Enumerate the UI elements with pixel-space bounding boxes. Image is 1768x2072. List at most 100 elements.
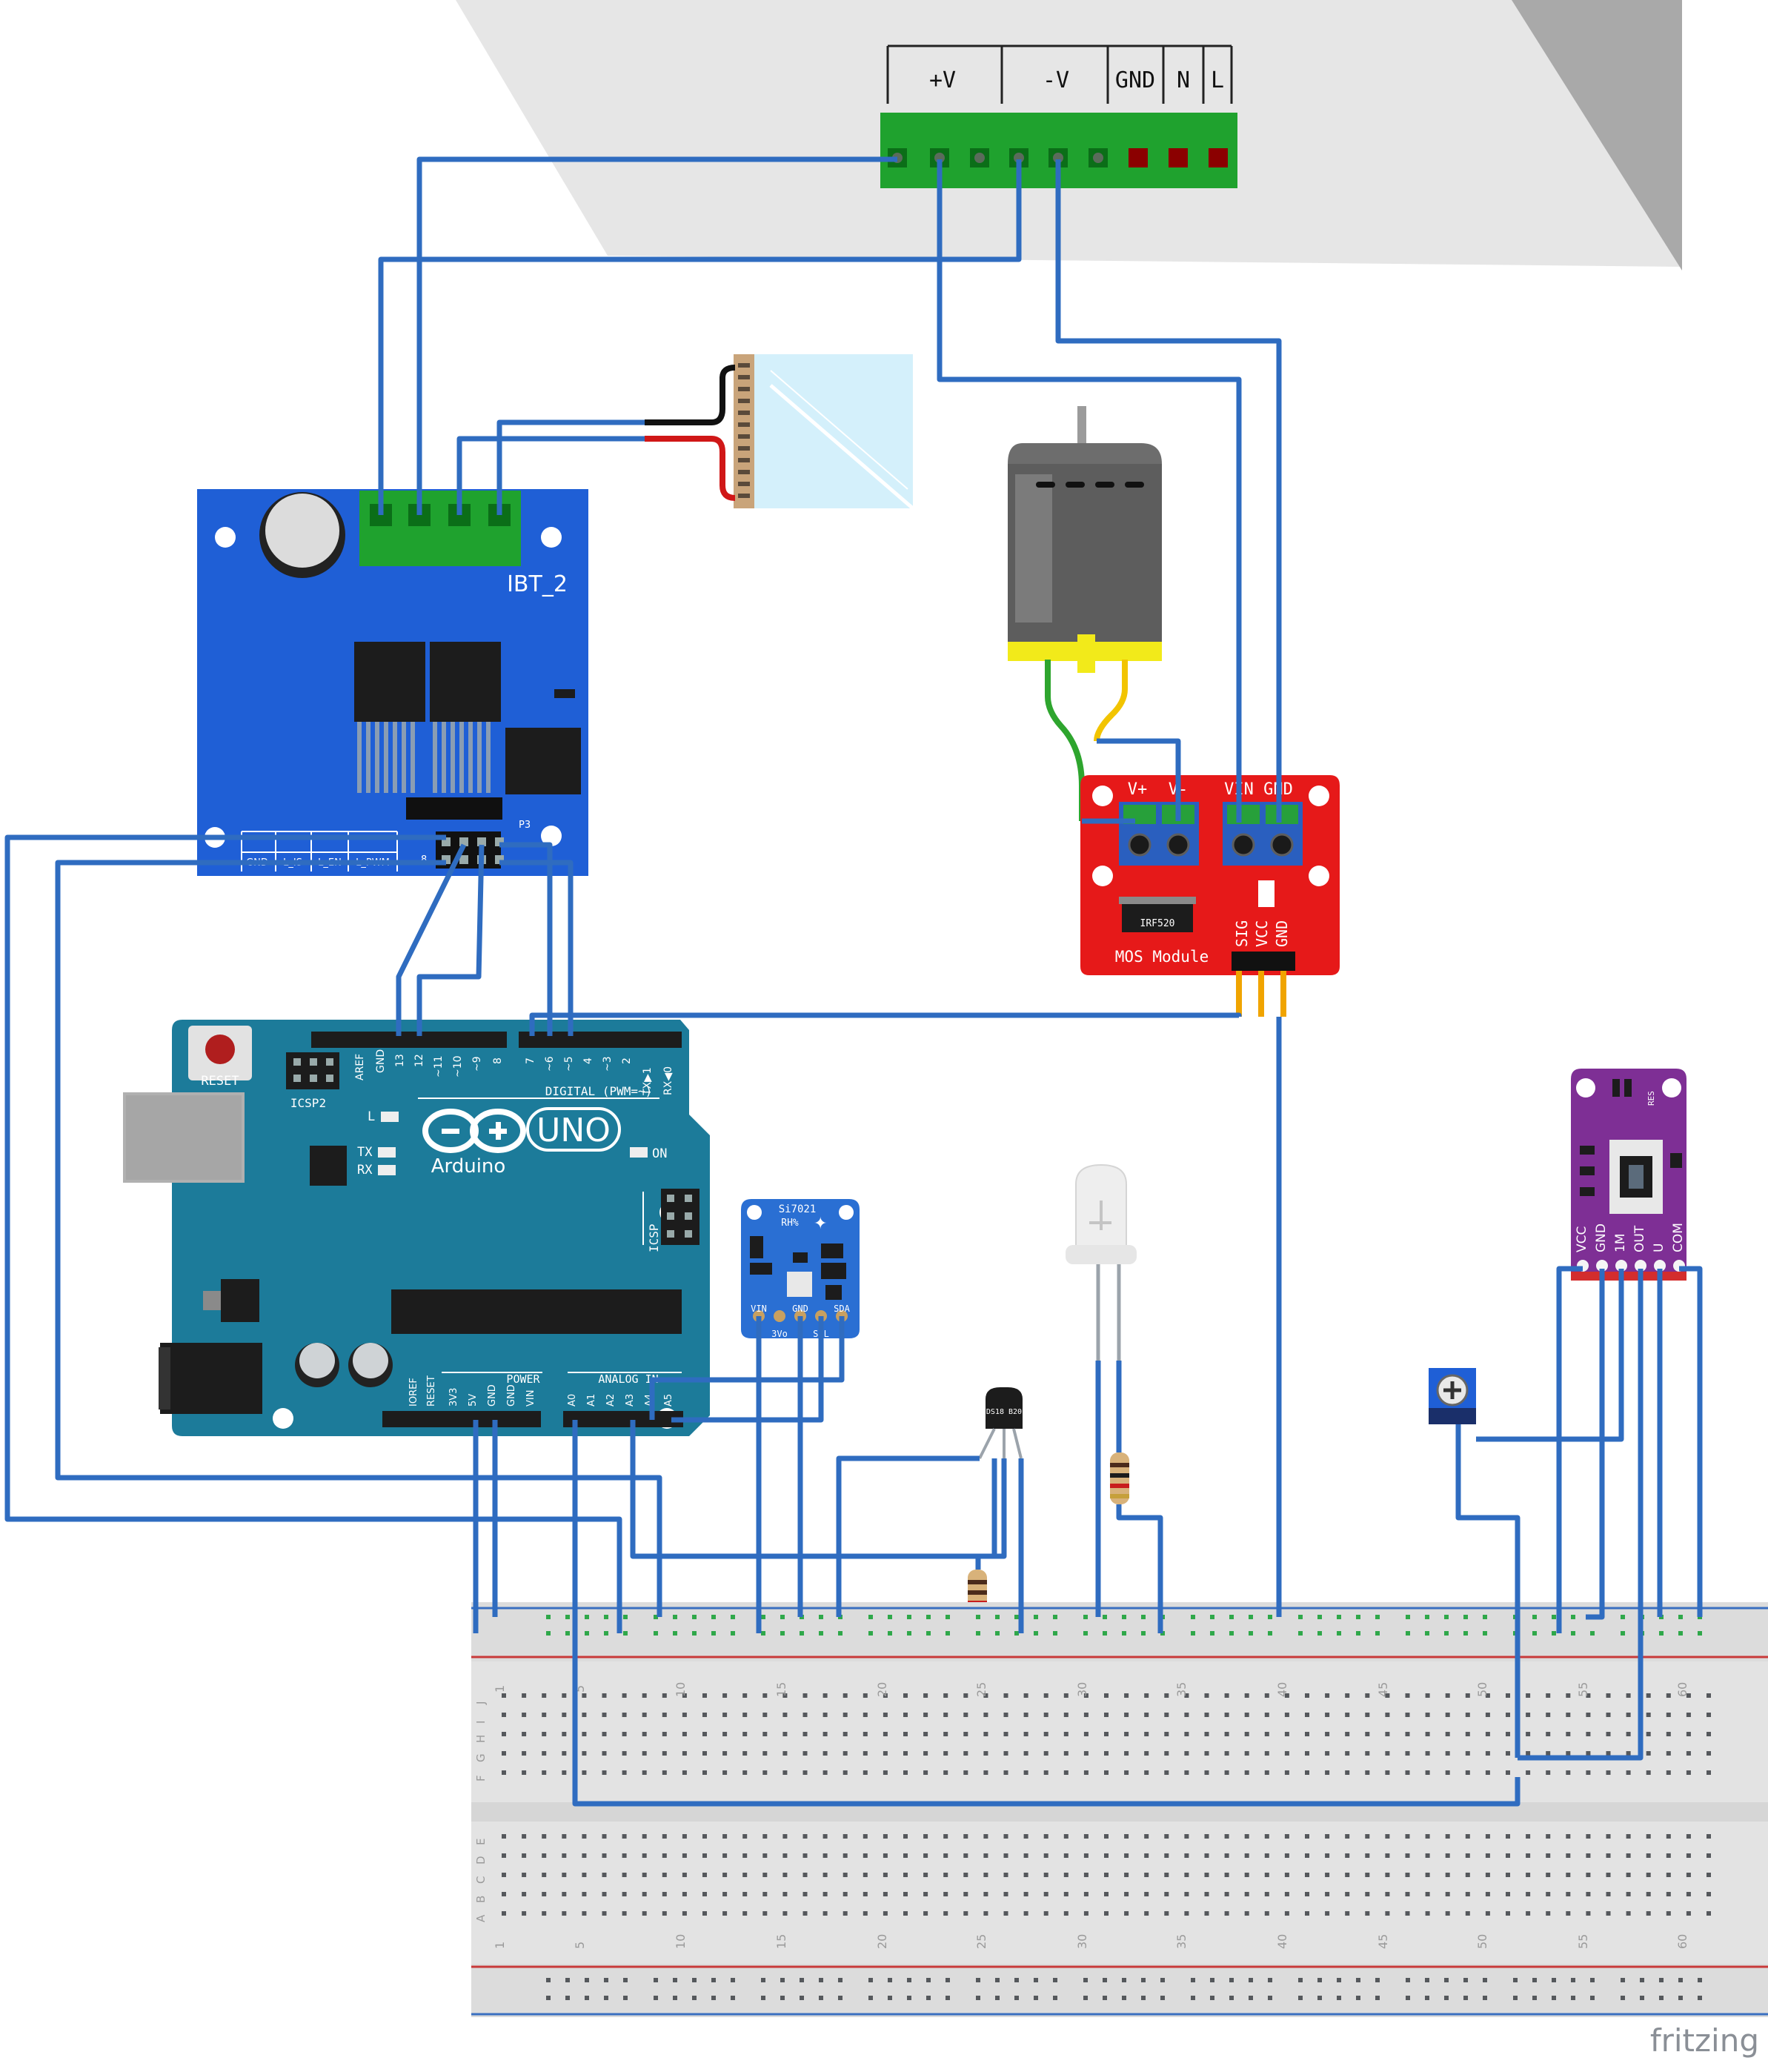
pin-5v: 5V: [468, 1394, 479, 1407]
pin-a1: A1: [586, 1394, 597, 1407]
si7021-board: [741, 1199, 860, 1338]
bb-col-50-top: 50: [1475, 1682, 1489, 1697]
arduino-reset-label: RESET: [201, 1074, 239, 1089]
pin-gnd2: GND: [506, 1384, 517, 1407]
uv-pin-com: COM: [1671, 1223, 1686, 1252]
arduino-power-label: POWER: [506, 1372, 540, 1386]
pin-5: ~5: [563, 1056, 575, 1072]
ibt2-header-label: P3: [519, 820, 531, 831]
arduino-icsp-header: [661, 1189, 699, 1245]
bb-col-60-bottom: 60: [1675, 1934, 1689, 1949]
pin-vin: VIN: [525, 1390, 536, 1407]
si7021-pin-sda: SDA: [834, 1304, 850, 1314]
arduino-logo-icon: [422, 1109, 526, 1153]
bb-col-25-bottom: 25: [974, 1934, 988, 1949]
heater-wire-black: [645, 365, 736, 425]
pin-aref: AREF: [354, 1054, 366, 1080]
arduino-icsp-label: ICSP: [647, 1223, 661, 1252]
bb-col-40-bottom: 40: [1275, 1934, 1289, 1949]
arduino-digital-header-right: [519, 1032, 682, 1048]
arduino-analog-pin-labels: A0 A1 A2 A3 A4 A5: [567, 1394, 674, 1407]
uv-pin-out: OUT: [1632, 1225, 1647, 1252]
bb-col-5-top: 5: [573, 1685, 587, 1693]
arduino-digital-pin-labels: AREF GND 13 12 ~11 ~10 ~9 8 7 ~6 ~5 4 ~3…: [354, 1049, 674, 1096]
mos-module-label: MOS Module: [1115, 948, 1209, 966]
pin-ioref: IOREF: [408, 1378, 419, 1407]
arduino-capacitors: [295, 1343, 393, 1387]
bb-row-c: C: [474, 1876, 488, 1884]
pin-12: 12: [413, 1054, 425, 1067]
motor-shaft: [1077, 406, 1086, 445]
bb-row-b: B: [474, 1896, 488, 1903]
bb-col-40-top: 40: [1275, 1682, 1289, 1697]
pin-2: 2: [621, 1057, 633, 1064]
uv-pin-labels: VCC GND 1M OUT U COM: [1575, 1223, 1686, 1252]
breadboard-row-letters: J I H G F E D C B A: [474, 1701, 488, 1922]
bb-col-60-top: 60: [1675, 1682, 1689, 1697]
mos-label-sig: SIG: [1233, 920, 1251, 947]
arduino-chip-small: [310, 1146, 347, 1186]
wires: [4, 156, 1703, 1807]
bb-col-1-top: 1: [493, 1685, 507, 1693]
bb-col-10-top: 10: [674, 1682, 688, 1697]
si7021-pin-gnd: GND: [792, 1304, 808, 1314]
pin-a5: A5: [663, 1394, 674, 1407]
arduino-uno-badge: [526, 1107, 621, 1152]
bb-col-30-bottom: 30: [1075, 1934, 1089, 1949]
uv-pin-u: U: [1652, 1243, 1666, 1252]
arduino-icsp2-header: [286, 1052, 339, 1089]
uv-pin-1m: 1M: [1613, 1234, 1628, 1252]
bb-row-g: G: [474, 1753, 488, 1762]
arduino-on-label: ON: [652, 1146, 667, 1161]
bb-row-i: I: [474, 1721, 488, 1724]
pin-4: 4: [582, 1057, 594, 1064]
bb-col-20-bottom: 20: [875, 1934, 889, 1949]
heater-wire-red: [645, 436, 736, 501]
arduino-icsp2-label: ICSP2: [290, 1096, 326, 1110]
bb-col-10-bottom: 10: [674, 1934, 688, 1949]
pin-tx: TX▶1: [642, 1067, 654, 1096]
fritzing-watermark: fritzing: [1649, 2022, 1759, 2059]
mos-label-vplus: V+: [1128, 780, 1148, 799]
pin-a2: A2: [605, 1394, 617, 1407]
bb-row-d: D: [474, 1856, 488, 1865]
pin-10: ~10: [452, 1055, 464, 1077]
si7021-pin-vin: VIN: [751, 1304, 767, 1314]
si7021-star-icon: ✦: [814, 1215, 827, 1233]
bb-col-25-top: 25: [974, 1682, 988, 1697]
mos-label-gnd2: GND: [1273, 920, 1291, 947]
mos-chip: [1122, 900, 1193, 932]
psu-label-n: N: [1177, 67, 1190, 93]
arduino-power-pin-labels: IOREF RESET 3V3 5V GND GND VIN: [408, 1375, 536, 1407]
arduino-digital-label: DIGITAL (PWM=~): [545, 1084, 653, 1098]
bb-col-15-top: 15: [774, 1682, 788, 1697]
bb-row-f: F: [474, 1775, 488, 1782]
bb-col-55-top: 55: [1576, 1682, 1590, 1697]
pin-3v3: 3V3: [448, 1388, 459, 1407]
arduino-digital-header-left: [311, 1032, 507, 1048]
pin-9: ~9: [471, 1056, 483, 1072]
power-supply-shadow: [1512, 0, 1682, 270]
bb-col-35-bottom: 35: [1174, 1934, 1189, 1949]
mos-header: [1232, 952, 1295, 971]
ibt2-driver-chip: [505, 728, 581, 794]
resistor-2: [1110, 1452, 1129, 1504]
arduino-tx-label: TX: [357, 1145, 373, 1160]
pin-a3: A3: [625, 1394, 636, 1407]
pin-gnd: GND: [375, 1049, 387, 1073]
bb-col-1-bottom: 1: [493, 1942, 507, 1949]
si7021-title: Si7021: [779, 1203, 817, 1215]
pin-3: ~3: [602, 1056, 614, 1072]
pin-8: 8: [492, 1057, 504, 1064]
pin-7: 7: [525, 1057, 536, 1064]
breadboard-column-numbers-top: 1 5 10 15 20 25 30 35 40 45 50 55 60: [493, 1682, 1689, 1697]
breadboard-holes: [502, 1615, 1711, 2000]
bb-col-20-top: 20: [875, 1682, 889, 1697]
arduino-analog-header: [563, 1411, 683, 1427]
psu-label-gnd: GND: [1115, 67, 1155, 93]
bb-col-30-top: 30: [1075, 1682, 1089, 1697]
arduino-analog-label: ANALOG IN: [598, 1372, 658, 1386]
motor-wire-green: [1045, 660, 1085, 821]
bb-col-55-bottom: 55: [1576, 1934, 1590, 1949]
